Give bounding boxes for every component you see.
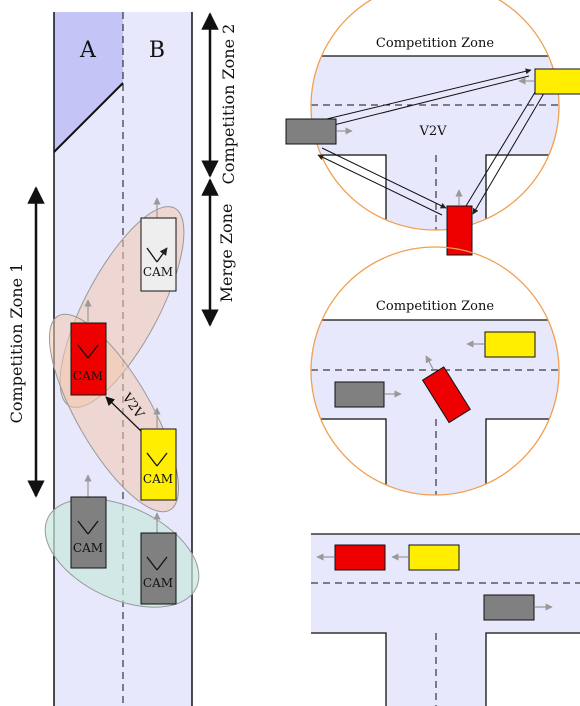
road-bottom-left-edge [311,632,387,706]
car-red-southside [446,205,473,256]
v2v-arrow-red-to-yellow [465,83,541,207]
car-yellow-westbound [408,544,460,571]
car-gray-lane-a: CAM [70,496,107,569]
road-bottom-right-edge [485,418,559,495]
competition-zone-circle [310,246,560,496]
v2v-arrow-red-to-gray [317,154,443,216]
car-red-turning [421,366,471,424]
t-road-horizontal [311,56,559,156]
intersection-panel-1: Competition Zone V2V [285,0,580,256]
car-red-lane-a: CAM [70,322,107,396]
v2v-label: V2V [418,124,447,139]
cam-label: CAM [73,369,103,383]
intersection-panel-2: Competition Zone [310,246,560,496]
intersection-panel-3 [311,533,580,706]
cam-label: CAM [143,576,173,590]
competition-zone-2-label: Competition Zone 2 [219,24,238,185]
road-bottom-left-edge [311,418,387,495]
merge-zone-label: Merge Zone [217,204,236,303]
road-bottom-right-edge [485,154,559,230]
car-yellow-lane-b: CAM [140,428,177,501]
lane-a-ending-area [54,12,123,152]
lane-a-label: A [79,38,97,63]
v2v-arrow [105,396,142,432]
v2v-arrow-yellow-to-red [472,87,548,215]
car-gray-westside [334,381,385,408]
motion-arrow-red [425,355,434,370]
v2v-arrow-gray-to-yellow [309,68,532,124]
cam-label: CAM [143,472,173,486]
car-yellow-eastside [534,68,580,95]
competition-zone-1-label: Competition Zone 1 [7,263,26,424]
competition-zone-circle [310,0,560,231]
road-bottom-right-edge [485,632,580,706]
cam-label: CAM [143,265,173,279]
car-light-gray-lane-b: CAM [140,217,177,292]
v2v-arrow-gray-to-red [321,147,447,209]
v2v-arrow-yellow-to-gray [313,75,530,132]
car-red-westbound [334,544,386,571]
lane-a-end-line [53,82,124,153]
competition-zone-title: Competition Zone [376,36,494,51]
car-gray-eastbound [483,594,535,621]
road-bottom-left-edge [311,154,387,230]
car-gray-lane-b: CAM [140,532,177,605]
lane-b-label: B [149,38,165,63]
highway-panel: A B CAM CAM CAM CAM [7,12,238,706]
car-yellow-eastbound-lane [484,331,536,358]
car-gray-westside [285,118,337,145]
cam-label: CAM [73,541,103,555]
competition-zone-title: Competition Zone [376,299,494,314]
